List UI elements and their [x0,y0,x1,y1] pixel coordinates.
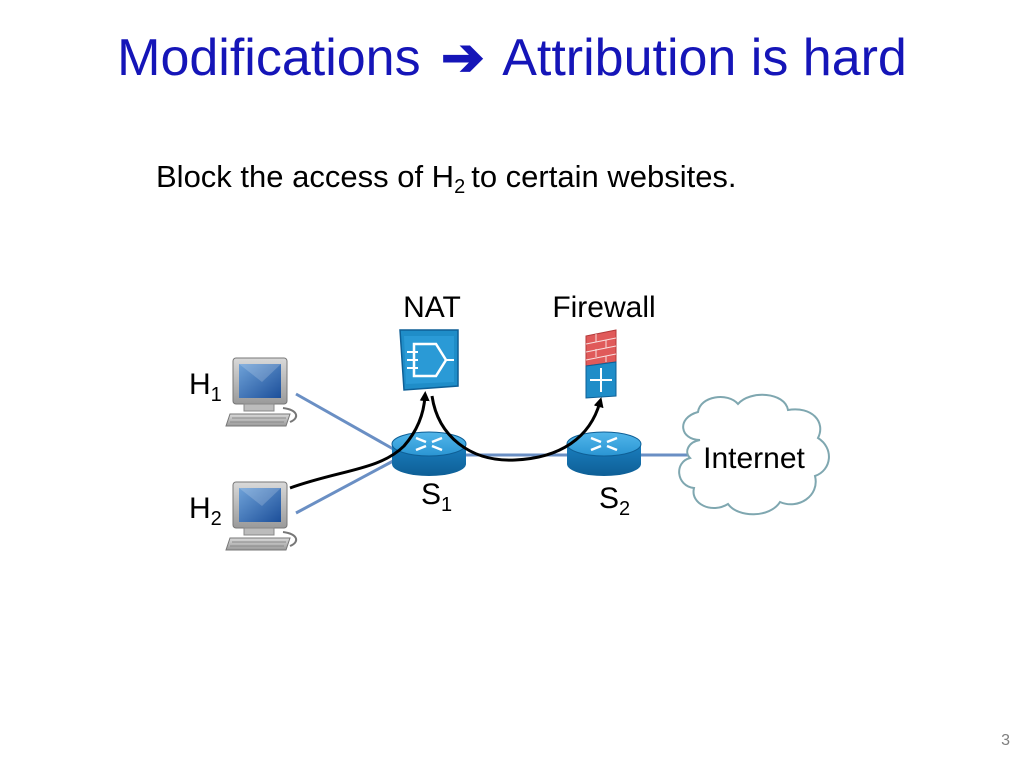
subtitle-before: Block the access of H [156,159,455,194]
nat-icon [399,329,459,391]
cloud-shape [678,393,830,516]
page-number: 3 [1001,732,1010,749]
firewall-label: Firewall [552,291,655,324]
slide-title: Modifications ➔ Attribution is hard [0,22,1024,94]
computer-icon [225,481,298,551]
internet-cloud: Internet [678,393,830,516]
subtitle-after: to certain websites. [471,159,737,194]
subtitle-subscript: 2 [454,176,466,198]
path-nat-to-firewall [430,395,604,462]
firewall-icon [585,329,617,399]
firewall-device: Firewall [552,291,656,399]
traffic-path [289,391,604,490]
router-icon [566,431,642,476]
right-arrow-icon: ➔ [441,29,485,87]
nat-device: NAT [399,291,461,391]
internet-label: Internet [703,442,805,475]
s1-label: S1 [421,478,452,516]
switch-s1: S1 [391,431,467,516]
link-h1-s1 [295,392,396,452]
title-left: Modifications [117,29,421,87]
nat-label: NAT [403,291,461,324]
host-h2: H2 [189,481,298,551]
path-h2-to-nat [289,391,430,490]
switch-s2: S2 [566,431,642,520]
s2-label: S2 [599,482,630,520]
h1-label: H1 [189,368,222,406]
title-right: Attribution is hard [502,29,907,87]
h2-label: H2 [189,492,222,530]
computer-icon [225,357,298,427]
link-h2-s1 [295,458,396,515]
host-h1: H1 [189,357,298,427]
